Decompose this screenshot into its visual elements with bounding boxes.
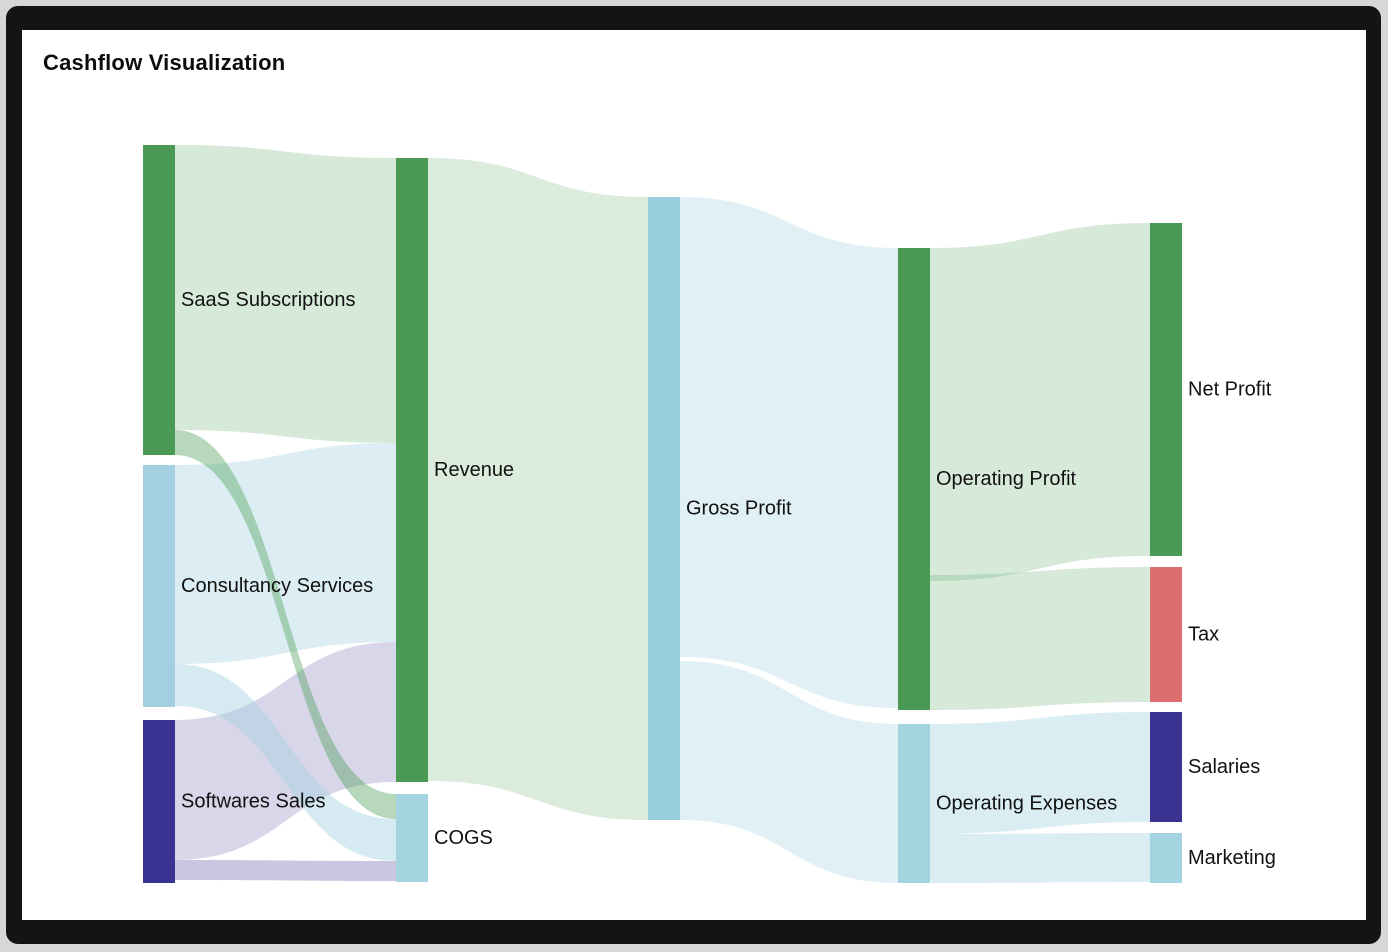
sankey-node-operating-expenses[interactable] bbox=[898, 724, 930, 883]
sankey-node-revenue[interactable] bbox=[396, 158, 428, 782]
flow-saas-subscriptions-to-cogs[interactable] bbox=[175, 430, 396, 819]
flow-consultancy-services-to-revenue[interactable] bbox=[175, 443, 396, 664]
node-label-salaries: Salaries bbox=[1188, 756, 1260, 778]
flow-operating-profit-to-tax[interactable] bbox=[930, 567, 1150, 710]
flow-operating-expenses-to-marketing[interactable] bbox=[930, 833, 1150, 883]
node-label-operating-expenses: Operating Expenses bbox=[936, 793, 1117, 815]
flow-gross-profit-to-operating-expenses[interactable] bbox=[680, 661, 898, 883]
node-label-cogs: COGS bbox=[434, 827, 493, 849]
flow-gross-profit-to-operating-profit[interactable] bbox=[680, 197, 898, 708]
flow-operating-expenses-to-salaries[interactable] bbox=[930, 712, 1150, 834]
node-label-saas-subscriptions: SaaS Subscriptions bbox=[181, 289, 356, 311]
sankey-node-salaries[interactable] bbox=[1150, 712, 1182, 822]
sankey-node-cogs[interactable] bbox=[396, 794, 428, 882]
sankey-node-consultancy-services[interactable] bbox=[143, 465, 175, 707]
node-label-softwares-sales: Softwares Sales bbox=[181, 791, 326, 813]
flow-saas-subscriptions-to-revenue[interactable] bbox=[175, 145, 396, 443]
sankey-node-softwares-sales[interactable] bbox=[143, 720, 175, 883]
flow-revenue-to-gross-profit[interactable] bbox=[428, 158, 648, 820]
flow-consultancy-services-to-cogs[interactable] bbox=[175, 664, 396, 861]
sankey-node-operating-profit[interactable] bbox=[898, 248, 930, 710]
flow-operating-profit-to-net-profit[interactable] bbox=[930, 223, 1150, 581]
node-label-operating-profit: Operating Profit bbox=[936, 468, 1077, 490]
node-label-marketing: Marketing bbox=[1188, 847, 1276, 869]
sankey-node-gross-profit[interactable] bbox=[648, 197, 680, 820]
chart-panel: Cashflow Visualization SaaS Subscription… bbox=[22, 30, 1366, 920]
node-label-consultancy-services: Consultancy Services bbox=[181, 575, 373, 597]
node-label-gross-profit: Gross Profit bbox=[686, 498, 792, 520]
chart-title: Cashflow Visualization bbox=[43, 50, 286, 75]
flow-softwares-sales-to-cogs[interactable] bbox=[175, 860, 396, 881]
flow-softwares-sales-to-revenue[interactable] bbox=[175, 642, 396, 860]
node-label-net-profit: Net Profit bbox=[1188, 379, 1272, 401]
sankey-node-saas-subscriptions[interactable] bbox=[143, 145, 175, 455]
sankey-node-net-profit[interactable] bbox=[1150, 223, 1182, 556]
node-label-revenue: Revenue bbox=[434, 459, 514, 481]
sankey-node-tax[interactable] bbox=[1150, 567, 1182, 702]
node-label-tax: Tax bbox=[1188, 624, 1219, 646]
sankey-node-marketing[interactable] bbox=[1150, 833, 1182, 883]
